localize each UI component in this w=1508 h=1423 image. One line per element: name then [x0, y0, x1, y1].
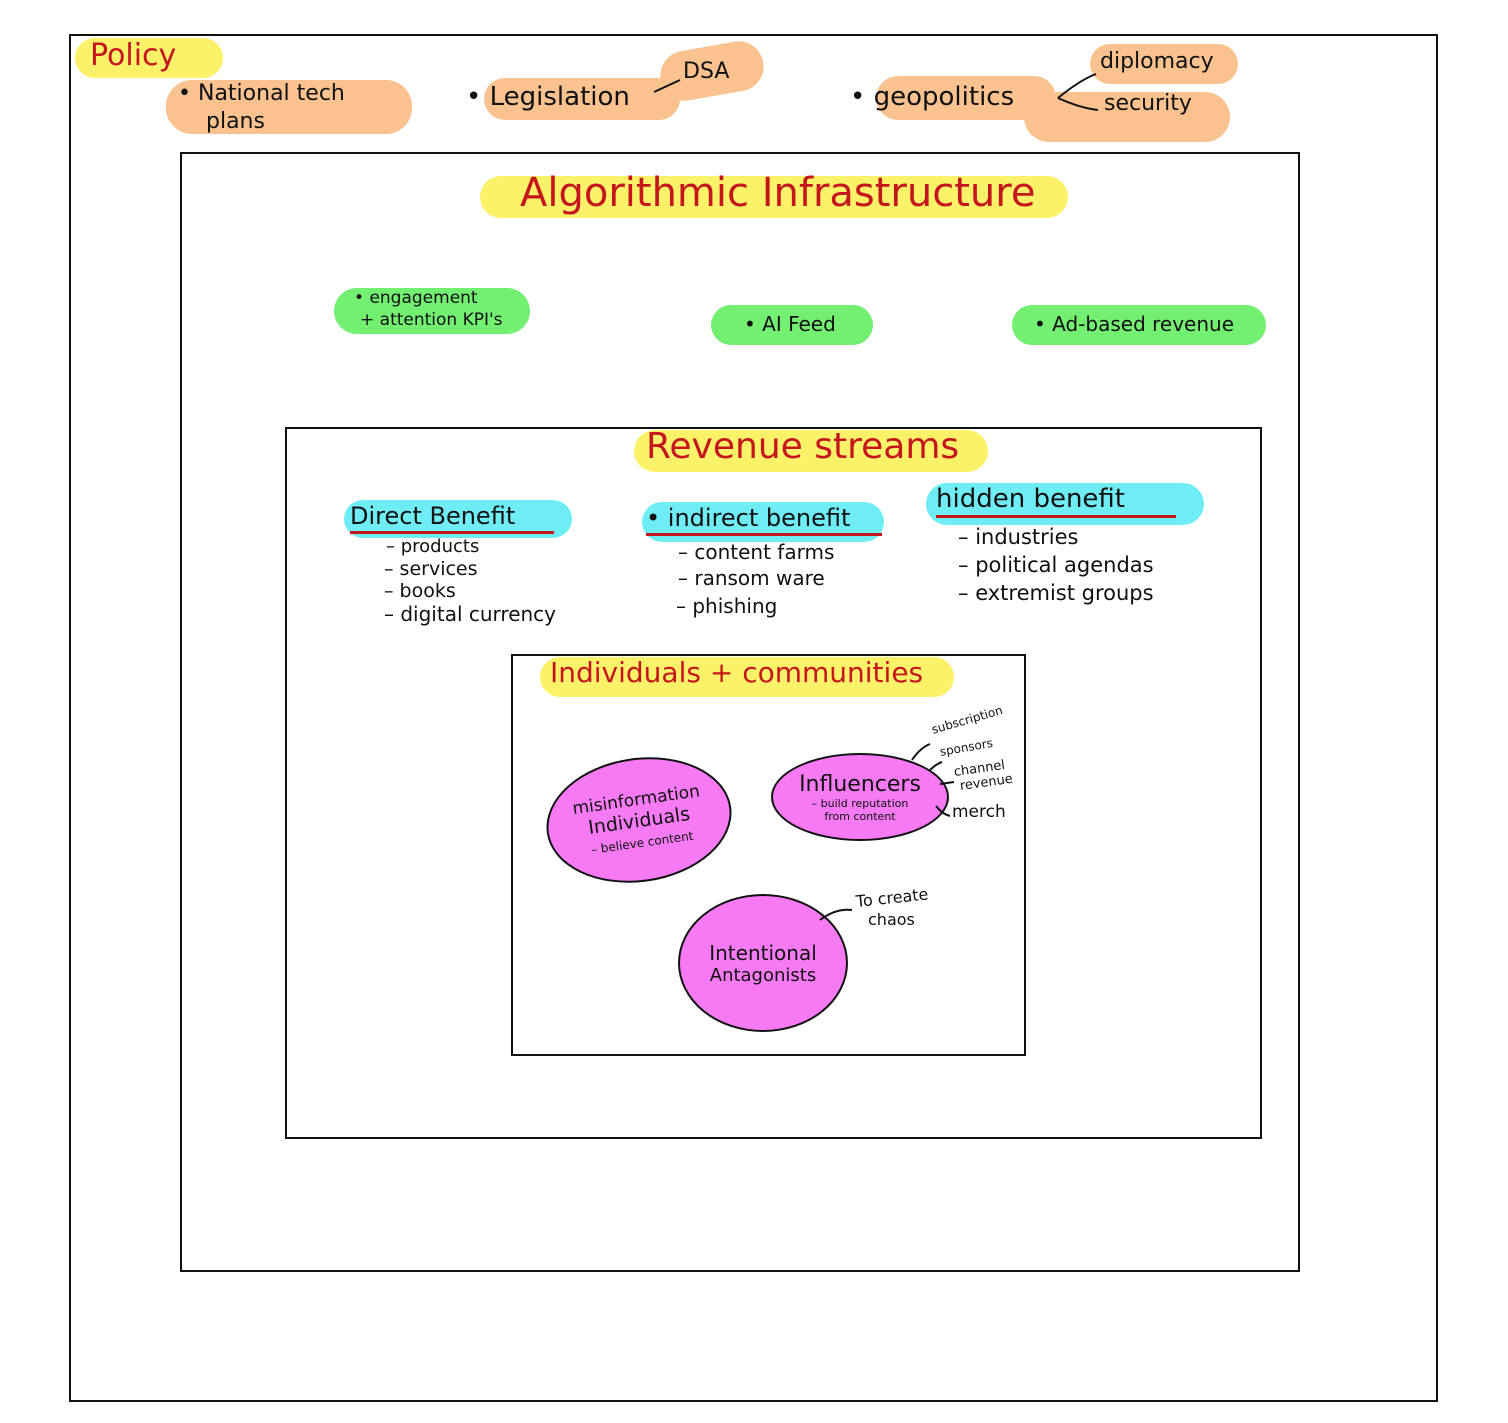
influencers-ellipse: Influencers – build reputation from cont…: [771, 753, 949, 841]
geopolitics-text: geopolitics: [850, 83, 1015, 111]
hidden-item: industries: [958, 526, 1078, 548]
hidden-item: extremist groups: [958, 582, 1153, 604]
dsa-text: DSA: [683, 59, 730, 84]
direct-item: services: [384, 559, 478, 580]
diplomacy-text: diplomacy: [1100, 49, 1214, 74]
influencers-title: Influencers: [799, 771, 921, 797]
revenue-box: [285, 427, 1262, 1139]
direct-heading: Direct Benefit: [350, 503, 554, 535]
diplomacy-highlight: [1090, 44, 1238, 84]
algorithmic-title-highlight: [480, 176, 1068, 218]
antagonists-ellipse: Intentional Antagonists: [678, 894, 848, 1032]
revenue-title: Revenue streams: [646, 426, 960, 467]
legislation-text: Legislation: [466, 83, 630, 111]
influencers-note-line1: – build reputation: [811, 796, 909, 810]
direct-item: digital currency: [384, 604, 556, 625]
indirect-item: content farms: [678, 542, 834, 563]
antagonists-note-line2: chaos: [868, 910, 915, 929]
security-text: security: [1104, 91, 1192, 116]
ai-feed-text: AI Feed: [744, 314, 836, 335]
policy-title-highlight: [75, 38, 223, 78]
direct-item: products: [386, 537, 480, 557]
hidden-heading: hidden benefit: [936, 485, 1176, 519]
algorithmic-title: Algorithmic Infrastructure: [520, 170, 1036, 216]
individuals-title: Individuals + communities: [550, 656, 924, 689]
hidden-item: political agendas: [958, 554, 1153, 576]
ad-revenue-text: Ad-based revenue: [1034, 314, 1234, 335]
policy-box: [69, 34, 1438, 1402]
revenue-title-highlight: [634, 430, 988, 472]
national-tech-line2: plans: [206, 109, 265, 134]
individuals-box: [511, 654, 1026, 1056]
engagement-line1: engagement: [354, 289, 477, 308]
indirect-item: ransom ware: [678, 568, 824, 589]
indirect-heading: indirect benefit: [646, 505, 882, 537]
antagonists-line2: Antagonists: [709, 964, 817, 986]
direct-item: books: [384, 581, 456, 602]
influencer-stream-merch: merch: [952, 802, 1006, 822]
antagonists-line1: Intentional: [709, 940, 817, 965]
individuals-title-highlight: [540, 657, 954, 697]
influencers-note-line2: from content: [824, 809, 896, 823]
engagement-line2: + attention KPI's: [360, 310, 503, 330]
algorithmic-box: [180, 152, 1300, 1272]
indirect-item: phishing: [676, 596, 777, 617]
policy-title: Policy: [90, 38, 177, 73]
national-tech-line1: National tech: [178, 82, 345, 105]
